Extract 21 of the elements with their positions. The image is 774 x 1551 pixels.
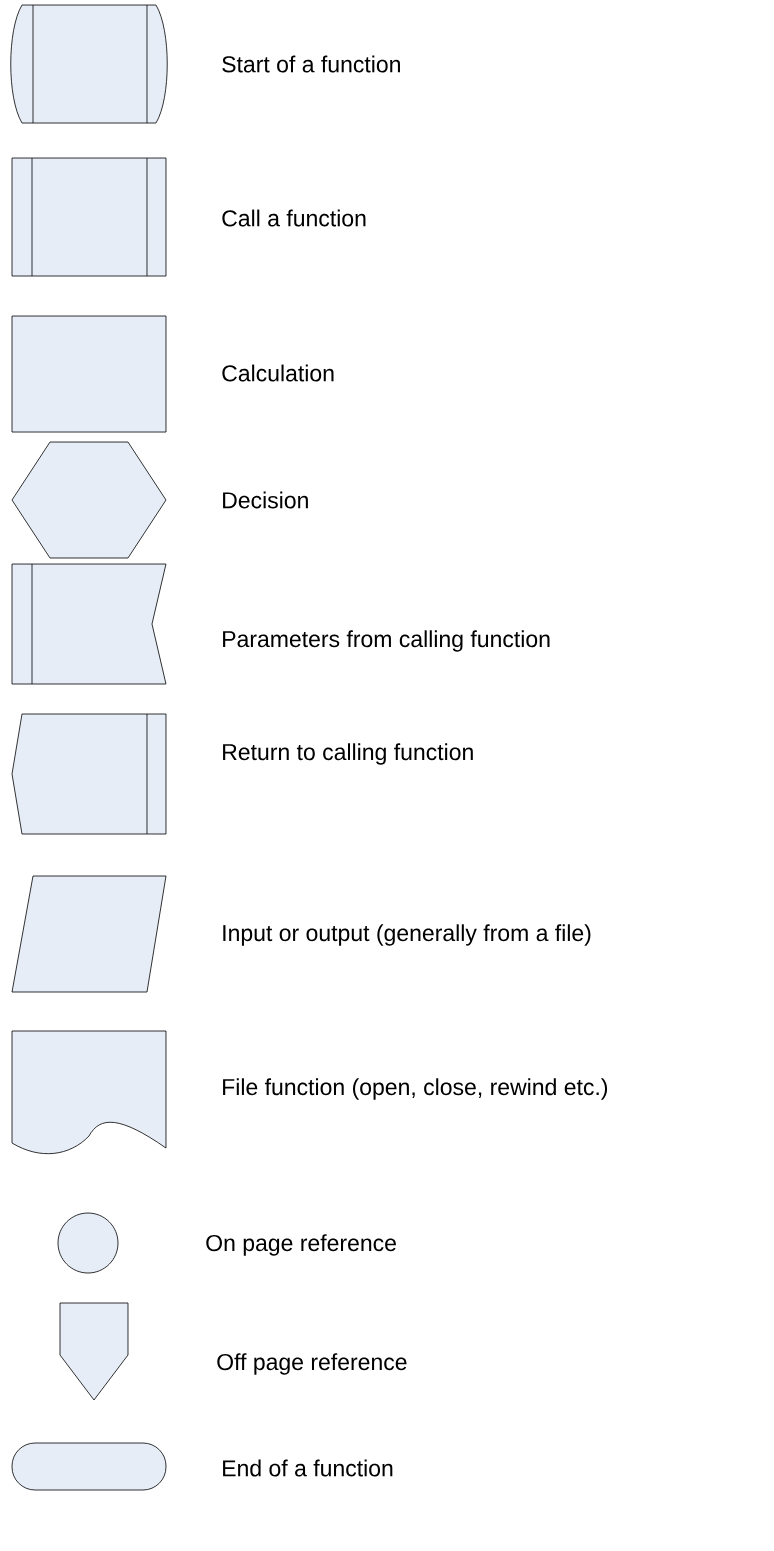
symbol-label: Return to calling function <box>223 743 473 765</box>
terminator-symbol <box>11 1442 167 1491</box>
symbol-label: File function (open, close, rewind etc.) <box>223 1078 608 1100</box>
connector-circle <box>57 1212 119 1274</box>
symbol-label: Start of a function <box>222 55 400 73</box>
symbol-label: Off page reference <box>217 1353 407 1375</box>
symbol-label: Calculation <box>222 364 334 382</box>
symbol-label: Call a function <box>222 209 366 227</box>
off-page-connector <box>59 1302 129 1401</box>
process-box <box>11 315 167 433</box>
symbol-label: Input or output (generally from a file) <box>223 924 591 946</box>
parameter-symbol <box>11 563 167 685</box>
decision-hexagon <box>11 441 167 559</box>
return-symbol <box>11 713 167 835</box>
symbol-label: Parameters from calling function <box>223 630 550 652</box>
input-output-parallelogram <box>11 875 167 993</box>
symbol-label: Decision <box>223 491 308 509</box>
symbol-label: On page reference <box>206 1234 396 1256</box>
start-symbol <box>10 4 168 124</box>
symbol-label: End of a function <box>223 1459 393 1477</box>
call-symbol <box>11 157 167 277</box>
